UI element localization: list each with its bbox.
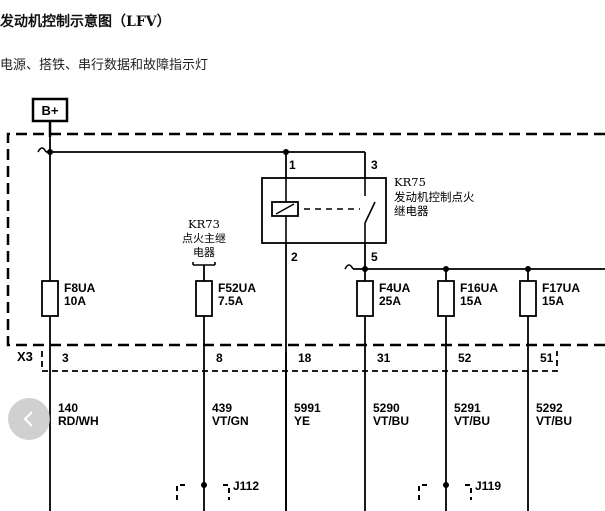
relay-kr73: KR73 点火主继 电器 <box>182 217 226 281</box>
kr75-pin-1: 1 <box>289 158 296 172</box>
kr73-id: KR73 <box>188 217 220 231</box>
wire-circuit: 439 <box>212 401 232 415</box>
fuse-id: F52UA <box>218 281 256 295</box>
wire-color: VT/BU <box>373 414 409 428</box>
connector-pin-label: 51 <box>540 351 554 365</box>
wire-color: VT/BU <box>536 414 572 428</box>
battery-positive-label: B+ <box>42 103 59 118</box>
wire-circuit: 140 <box>58 401 78 415</box>
kr75-pin-5: 5 <box>371 250 378 264</box>
kr75-name-line2: 继电器 <box>394 204 429 218</box>
fuse-id: F16UA <box>460 281 498 295</box>
relay-kr75: 1 3 2 5 KR75 发动机控制点火 继电器 <box>261 152 475 511</box>
wire-color: YE <box>294 414 310 428</box>
splice-j112: J112 <box>176 479 259 500</box>
wire-circuit: 5291 <box>454 401 481 415</box>
fuse-block-boundary <box>6 132 605 347</box>
wire-color: RD/WH <box>58 414 99 428</box>
page-subtitle: 电源、搭铁、串行数据和故障指示灯 <box>0 58 209 73</box>
connector-x3-boundary <box>41 351 558 372</box>
fuse-id: F8UA <box>64 281 96 295</box>
splice-j119: J119 <box>418 479 501 500</box>
wire-color: VT/GN <box>212 414 249 428</box>
kr75-pin-2: 2 <box>291 250 298 264</box>
kr73-name-line1: 点火主继 <box>182 232 226 245</box>
fuse-id: F17UA <box>542 281 580 295</box>
kr75-name-line1: 发动机控制点火 <box>394 190 475 204</box>
wire-circuit: 5991 <box>294 401 321 415</box>
fuse-rating: 7.5A <box>218 294 244 308</box>
wire-color: VT/BU <box>454 414 490 428</box>
previous-button[interactable] <box>8 398 50 440</box>
battery-positive-box: B+ <box>31 97 69 123</box>
splice-j119-label: J119 <box>475 479 501 493</box>
fuse-rating: 10A <box>64 294 86 308</box>
connector-pin-label: 8 <box>216 351 223 365</box>
fuse-rating: 25A <box>379 294 401 308</box>
connector-pin-label: 3 <box>62 351 69 365</box>
fuse-rating: 15A <box>460 294 482 308</box>
splice-j112-label: J112 <box>233 479 259 493</box>
kr75-pin-3: 3 <box>371 158 378 172</box>
connector-pin-label: 52 <box>458 351 472 365</box>
wire-circuit: 5292 <box>536 401 563 415</box>
connector-x3-label: X3 <box>17 349 33 364</box>
fuse-id: F4UA <box>379 281 411 295</box>
kr73-name-line2: 电器 <box>193 246 215 259</box>
chevron-left-icon <box>23 411 33 427</box>
page-title: 发动机控制示意图（LFV） <box>0 14 171 30</box>
connector-pin-label: 18 <box>298 351 312 365</box>
connector-pin-label: 31 <box>377 351 391 365</box>
wire-circuit: 5290 <box>373 401 400 415</box>
fuse-rating: 15A <box>542 294 564 308</box>
kr75-id: KR75 <box>394 175 426 189</box>
